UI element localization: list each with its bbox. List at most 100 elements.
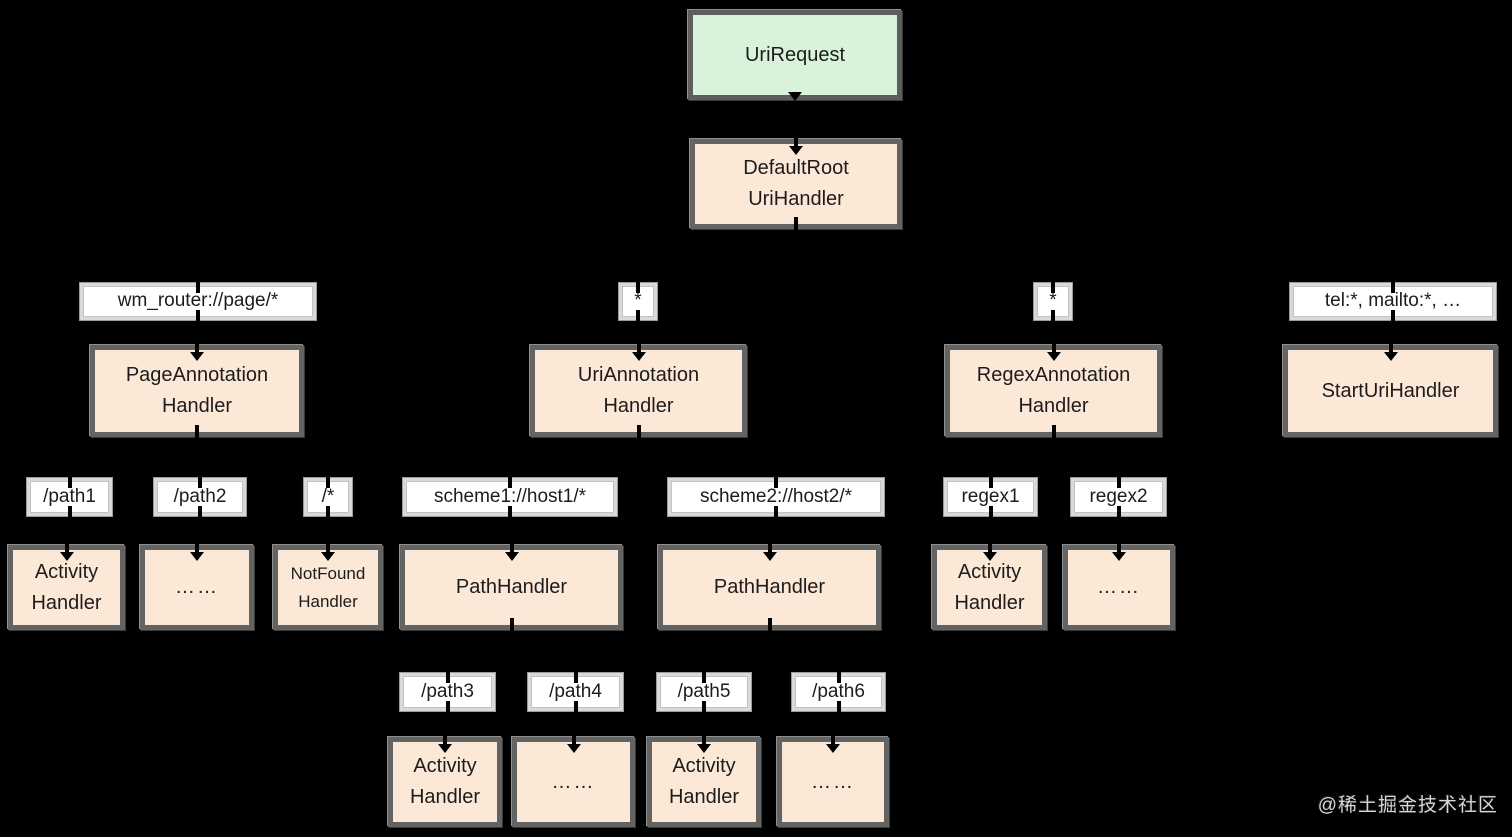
matcher-path3: /path3 xyxy=(400,669,495,715)
connector-tick xyxy=(1391,279,1395,293)
node-activity-handler-4: Activity Handler xyxy=(647,735,761,827)
node-label-line1: PathHandler xyxy=(713,576,826,598)
connector-tick xyxy=(636,343,641,357)
connector-tick xyxy=(326,506,330,520)
node-label-line1: DefaultRoot xyxy=(743,157,849,179)
matcher-label: /path6 xyxy=(812,680,865,702)
connector-tick xyxy=(831,735,835,749)
connector-tick xyxy=(573,701,578,715)
connector-tick xyxy=(67,474,72,488)
connector-tick xyxy=(1391,310,1395,324)
matcher-label: scheme1://host1/* xyxy=(433,485,587,507)
node-label-line2: Handler xyxy=(161,395,233,417)
connector-tick xyxy=(774,506,778,520)
connector-tick xyxy=(702,701,706,715)
matcher-path2: /path2 xyxy=(154,474,246,520)
node-label-line1: …… xyxy=(811,770,855,793)
connector-tick xyxy=(636,279,640,293)
matcher-path1: /path1 xyxy=(27,474,112,520)
arrow-down-icon xyxy=(826,744,840,753)
connector-tick xyxy=(702,735,706,749)
connector-tick xyxy=(508,506,512,520)
matcher-label: /path5 xyxy=(677,680,731,702)
matcher-label: regex1 xyxy=(961,485,1020,507)
connector-tick xyxy=(195,425,199,439)
node-uri-annotation-handler: UriAnnotation Handler xyxy=(530,343,747,439)
node-ellipsis-4: …… xyxy=(777,735,889,827)
connector-tick xyxy=(636,310,640,324)
matcher-scheme1-host1: scheme1://host1/* xyxy=(403,474,617,520)
connector-tick xyxy=(508,474,512,488)
node-path-handler-2: PathHandler xyxy=(658,543,881,632)
connector-tick xyxy=(195,543,199,557)
matcher-path5: /path5 xyxy=(657,669,751,715)
connector-tick xyxy=(794,217,798,231)
connector-tick xyxy=(445,701,450,715)
watermark-juejin: @稀土掘金技术社区 xyxy=(1317,795,1498,816)
node-default-root-uri-handler: DefaultRoot UriHandler xyxy=(690,137,902,231)
connector-tick xyxy=(1117,543,1121,557)
matcher-label: wm_router://page/* xyxy=(117,290,279,312)
connector-tick xyxy=(195,343,199,357)
node-label-line1: Activity xyxy=(957,560,1022,583)
connector-tick xyxy=(836,701,841,715)
node-activity-handler-2: Activity Handler xyxy=(932,543,1047,630)
matcher-tel-mailto: tel:*, mailto:*, … xyxy=(1290,279,1496,324)
arrow-down-icon xyxy=(504,552,519,561)
arrow-down-icon xyxy=(321,552,335,561)
node-ellipsis-1: …… xyxy=(140,543,254,630)
connector-tick xyxy=(198,506,202,520)
connector-tick xyxy=(1051,279,1055,293)
matcher-label: /* xyxy=(321,485,335,507)
node-label-line1: …… xyxy=(1097,576,1141,598)
matcher-wildcard-regex: * xyxy=(1034,279,1072,324)
connector-tick xyxy=(67,506,72,520)
node-label-line2: Handler xyxy=(668,786,740,808)
node-label-line1: …… xyxy=(175,576,219,598)
connector-tick xyxy=(836,669,841,683)
connector-tick xyxy=(326,543,330,557)
matcher-label: * xyxy=(1049,290,1057,312)
arrow-down-icon xyxy=(190,352,204,361)
matcher-label: /path4 xyxy=(549,680,602,702)
matcher-label: /path2 xyxy=(173,485,227,507)
node-start-uri-handler: StartUriHandler xyxy=(1283,343,1498,437)
connector-tick xyxy=(1116,506,1121,520)
matcher-wildcard-uri: * xyxy=(619,279,657,324)
matcher-label: tel:*, mailto:*, … xyxy=(1324,290,1462,312)
node-label-line2: Handler xyxy=(603,395,674,417)
node-label-line1: RegexAnnotation xyxy=(976,364,1131,386)
connector-tick xyxy=(445,669,450,683)
connector-tick xyxy=(1388,343,1393,357)
connector-tick xyxy=(326,474,330,488)
arrow-down-icon xyxy=(789,146,803,155)
node-path-handler-1: PathHandler xyxy=(400,543,623,632)
node-uri-request: UriRequest xyxy=(688,10,902,101)
connector-tick xyxy=(196,279,200,293)
matcher-regex2: regex2 xyxy=(1071,474,1166,520)
connector-tick xyxy=(573,669,578,683)
node-label-line2: Handler xyxy=(409,786,481,808)
node-regex-annotation-handler: RegexAnnotation Handler xyxy=(945,343,1162,439)
node-label-line1: UriAnnotation xyxy=(577,364,700,386)
arrow-down-icon xyxy=(566,744,581,753)
arrow-down-icon xyxy=(762,552,777,561)
connector-tick xyxy=(988,474,993,488)
matcher-label: regex2 xyxy=(1089,485,1148,507)
connector-tick xyxy=(988,506,993,520)
arrow-down-icon xyxy=(1112,552,1126,561)
connector-tick xyxy=(198,474,202,488)
connector-tick xyxy=(509,543,514,557)
node-label-line2: Handler xyxy=(31,591,102,614)
connector-tick xyxy=(987,543,992,557)
matcher-slash-wildcard: /* xyxy=(304,474,352,520)
arrow-down-icon xyxy=(982,552,997,561)
connector-tick xyxy=(64,543,69,557)
node-ellipsis-2: …… xyxy=(1063,543,1175,630)
node-not-found-handler: NotFound Handler xyxy=(273,543,383,630)
node-label-line2: Handler xyxy=(1018,395,1089,417)
connector-tick xyxy=(509,618,514,632)
connector-tick xyxy=(1051,425,1056,439)
arrow-down-icon xyxy=(190,552,204,561)
arrow-down-icon xyxy=(697,744,711,753)
